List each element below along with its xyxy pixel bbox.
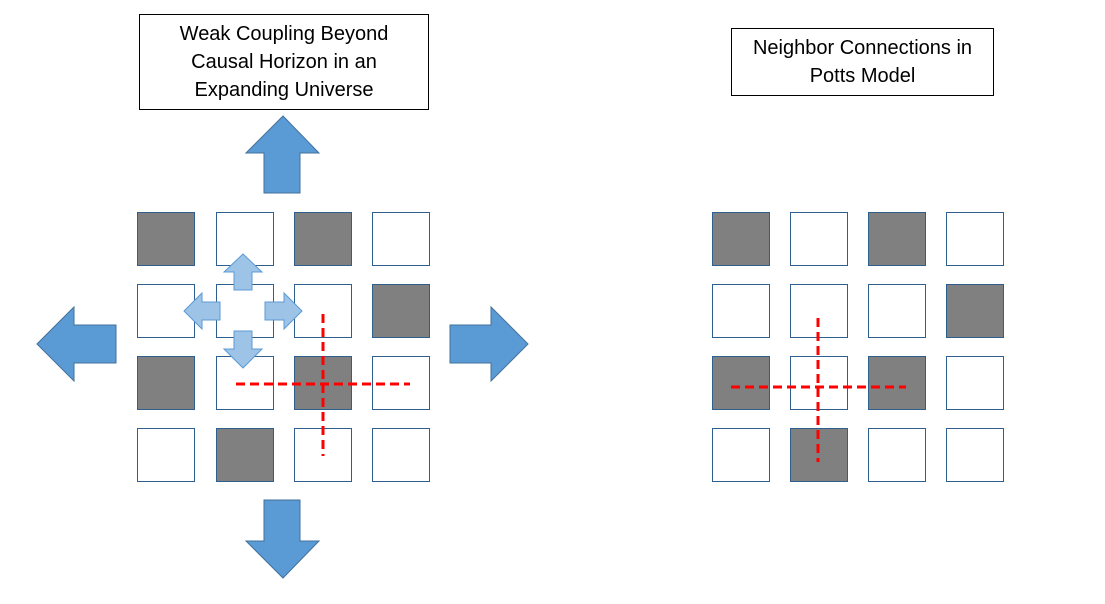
left-cell-4-4	[372, 428, 430, 482]
left-cell-1-4	[372, 212, 430, 266]
right-cell-2-1	[712, 284, 770, 338]
left-cell-1-1	[137, 212, 195, 266]
right-cell-3-1	[712, 356, 770, 410]
right-label-line-2: Potts Model	[809, 65, 916, 87]
neighbor-arrows	[183, 253, 303, 369]
right-cell-2-4	[946, 284, 1004, 338]
right-cell-4-1	[712, 428, 770, 482]
right-label-line-1: Neighbor Connections in	[752, 37, 973, 59]
arrow-up-icon	[244, 115, 321, 194]
left-cell-4-3	[294, 428, 352, 482]
left-panel-label: Weak Coupling Beyond Causal Horizon in a…	[139, 14, 429, 110]
right-cell-4-4	[946, 428, 1004, 482]
right-cell-3-4	[946, 356, 1004, 410]
right-cell-1-1	[712, 212, 770, 266]
small-arrow-left-icon	[183, 291, 221, 331]
left-label-line-2: Causal Horizon in an	[191, 51, 377, 73]
small-arrow-up-icon	[222, 253, 264, 291]
right-cell-2-3	[868, 284, 926, 338]
right-cell-1-4	[946, 212, 1004, 266]
small-arrow-right-icon	[264, 291, 303, 331]
left-lattice-grid	[137, 212, 430, 482]
left-cell-4-2	[216, 428, 274, 482]
right-lattice-grid	[712, 212, 1004, 482]
arrow-down-icon	[244, 499, 321, 579]
arrow-right-icon	[449, 305, 529, 383]
left-cell-2-3	[294, 284, 352, 338]
right-cell-1-2	[790, 212, 848, 266]
left-cell-2-4	[372, 284, 430, 338]
arrow-left-icon	[36, 305, 117, 383]
expansion-arrows	[36, 115, 529, 579]
connection-lines	[236, 314, 906, 462]
left-label-line-1: Weak Coupling Beyond	[179, 23, 389, 45]
right-cell-4-3	[868, 428, 926, 482]
right-cell-2-2	[790, 284, 848, 338]
left-label-line-3: Expanding Universe	[194, 79, 374, 101]
right-cell-1-3	[868, 212, 926, 266]
left-cell-4-1	[137, 428, 195, 482]
left-cell-3-1	[137, 356, 195, 410]
right-panel-label: Neighbor Connections in Potts Model	[731, 28, 994, 96]
right-cell-3-3	[868, 356, 926, 410]
small-arrow-down-icon	[222, 330, 264, 369]
left-cell-1-3	[294, 212, 352, 266]
